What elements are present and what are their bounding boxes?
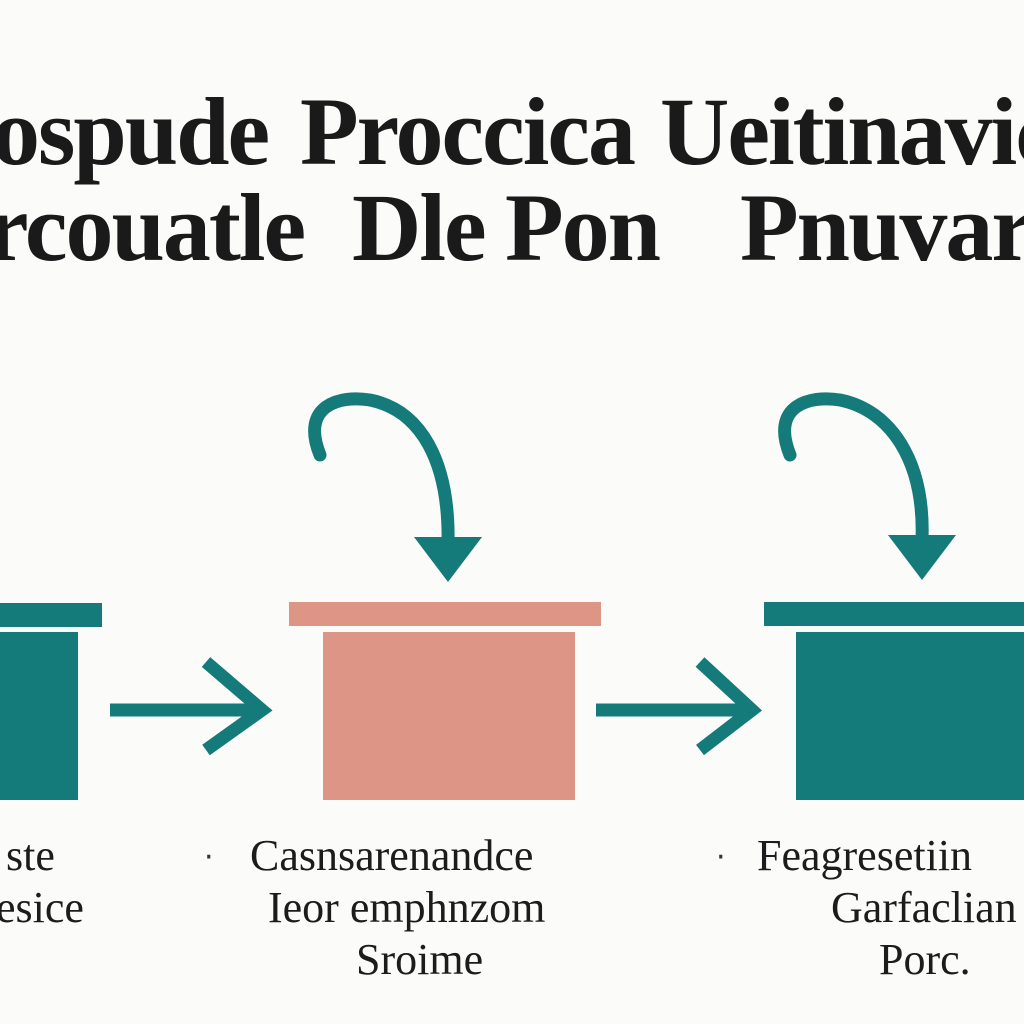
caption-line: Sroime [356, 935, 484, 984]
step-2-box [289, 602, 601, 800]
step-1-box [0, 603, 102, 800]
caption-line: Feagresetiin [757, 832, 973, 880]
step-1-box-body [0, 632, 78, 800]
step-3-bullet: · [716, 840, 726, 875]
curved-down-arrow-icon [308, 392, 482, 582]
title-word: Proccica [300, 78, 636, 185]
title-word: Pon [505, 174, 661, 281]
curved-down-arrow-icon [778, 392, 956, 580]
step-3-box-body [796, 632, 1024, 800]
title-word: Dle [352, 174, 487, 281]
step-2-box-body [323, 632, 575, 800]
caption-line: Ieor emphnzom [268, 883, 546, 932]
title-word: Ueitinavica [660, 78, 1024, 185]
title-word: Pnuvar [740, 174, 1024, 281]
step-2-box-lid [289, 602, 601, 626]
step-2-bullet: · [204, 840, 214, 875]
right-arrow-icon [110, 657, 273, 756]
title-word: rcouatle [0, 174, 306, 281]
right-arrow-icon [596, 657, 763, 756]
caption-line: Porc. [879, 935, 971, 983]
step-3-box [764, 602, 1024, 800]
step-1-caption: ste esice [0, 832, 150, 952]
caption-line: ste [6, 831, 55, 880]
caption-line: Garfaclian [831, 883, 1017, 932]
step-3-box-lid [764, 602, 1024, 626]
step-2-caption: Casnsarenandce Ieor emphnzom Sroime [240, 831, 660, 984]
caption-line: Casnsarenandce [250, 831, 534, 880]
caption-line: esice [0, 883, 84, 932]
step-1-box-lid [0, 603, 102, 627]
title-word: ospude [0, 78, 270, 185]
step-3-caption: Feagresetiin Garfaclian Porc. [745, 832, 1024, 982]
